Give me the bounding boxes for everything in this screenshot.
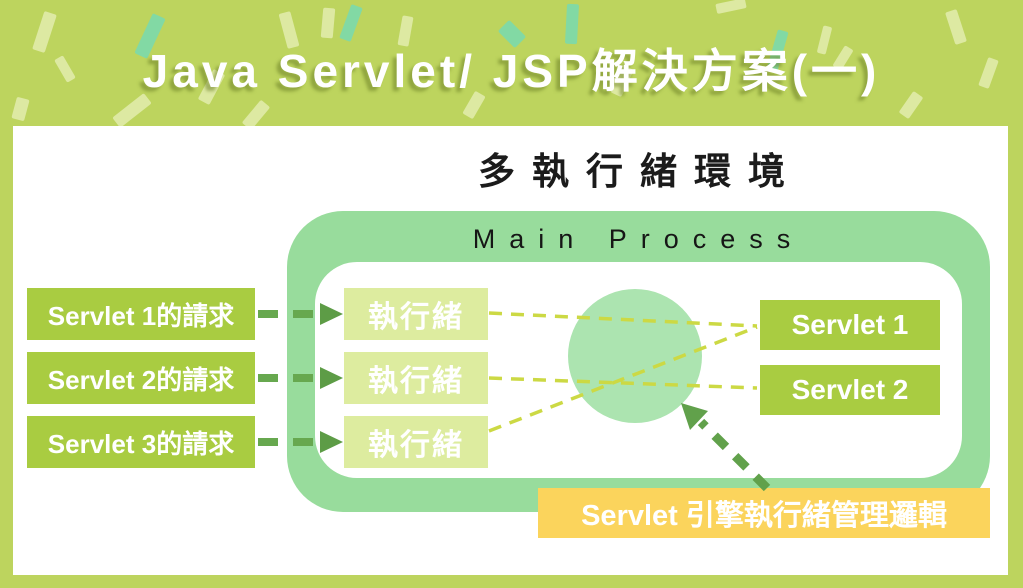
confetti-piece — [715, 0, 747, 15]
request-box-1: Servlet 1的請求 — [27, 288, 255, 340]
confetti-piece — [320, 7, 336, 39]
servlet-box-1: Servlet 1 — [760, 300, 940, 350]
thread-box-1: 執行緒 — [344, 288, 488, 340]
request-box-2: Servlet 2的請求 — [27, 352, 255, 404]
engine-logic-box: Servlet 引擎執行緒管理邏輯 — [538, 488, 990, 538]
thread-box-2: 執行緒 — [344, 352, 488, 404]
thread-box-3: 執行緒 — [344, 416, 488, 468]
slide-title: Java Servlet/ JSP解決方案(一) — [142, 45, 881, 97]
request-box-3: Servlet 3的請求 — [27, 416, 255, 468]
servlet-box-2: Servlet 2 — [760, 365, 940, 415]
thread-pool-circle — [568, 289, 702, 423]
main-process-label: Main Process — [472, 224, 805, 254]
environment-heading: 多執行緒環境 — [478, 151, 802, 192]
